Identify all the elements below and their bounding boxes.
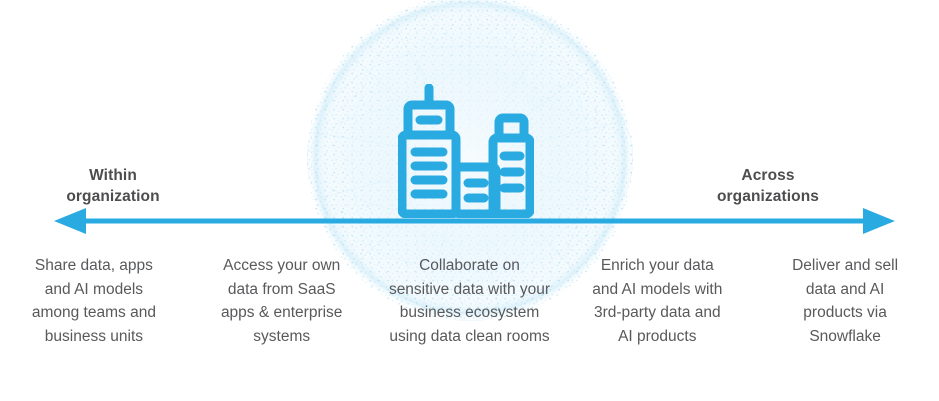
- caption-line: apps & enterprise: [220, 304, 343, 322]
- caption-line: data from SaaS: [227, 280, 336, 298]
- caption-enrich-third-party: Enrich your data and AI models with 3rd-…: [563, 254, 751, 348]
- axis-label-across-line1: Across: [741, 167, 795, 184]
- caption-deliver-and-sell: Deliver and sell data and AI products vi…: [751, 254, 939, 348]
- caption-line: business ecosystem: [399, 304, 540, 322]
- bidirectional-arrow: [54, 208, 895, 234]
- axis-label-within-line2: organization: [66, 187, 160, 205]
- caption-row: Share data, apps and AI models among tea…: [0, 254, 939, 348]
- axis-label-within-line1: Within: [89, 167, 137, 184]
- caption-line: using data clean rooms: [389, 327, 550, 345]
- caption-line: among teams and: [31, 304, 156, 322]
- city-buildings-icon: [398, 84, 534, 218]
- caption-line: Enrich your data: [600, 257, 714, 274]
- caption-line: 3rd-party data and: [593, 304, 721, 322]
- caption-line: AI products: [618, 327, 697, 345]
- axis-label-within-organization: Within organization: [18, 166, 208, 208]
- caption-line: Snowflake: [809, 327, 881, 345]
- caption-line: and AI models with: [592, 280, 723, 298]
- caption-collaborate-clean-rooms: Collaborate on sensitive data with your …: [376, 254, 564, 348]
- caption-line: data and AI: [805, 280, 885, 298]
- caption-share-within-org: Share data, apps and AI models among tea…: [0, 254, 188, 348]
- caption-line: Access your own: [223, 257, 341, 274]
- caption-line: Deliver and sell: [792, 257, 899, 274]
- caption-line: Share data, apps: [34, 257, 153, 274]
- caption-access-own-data: Access your own data from SaaS apps & en…: [188, 254, 376, 348]
- axis-label-across-line2: organizations: [716, 187, 820, 205]
- axis-label-across-organizations: Across organizations: [673, 166, 863, 208]
- caption-line: business units: [44, 327, 144, 345]
- caption-line: systems: [253, 327, 311, 345]
- caption-line: products via: [803, 304, 887, 322]
- caption-line: sensitive data with your: [388, 280, 551, 298]
- caption-line: Collaborate on: [419, 257, 520, 274]
- caption-line: and AI models: [44, 280, 144, 298]
